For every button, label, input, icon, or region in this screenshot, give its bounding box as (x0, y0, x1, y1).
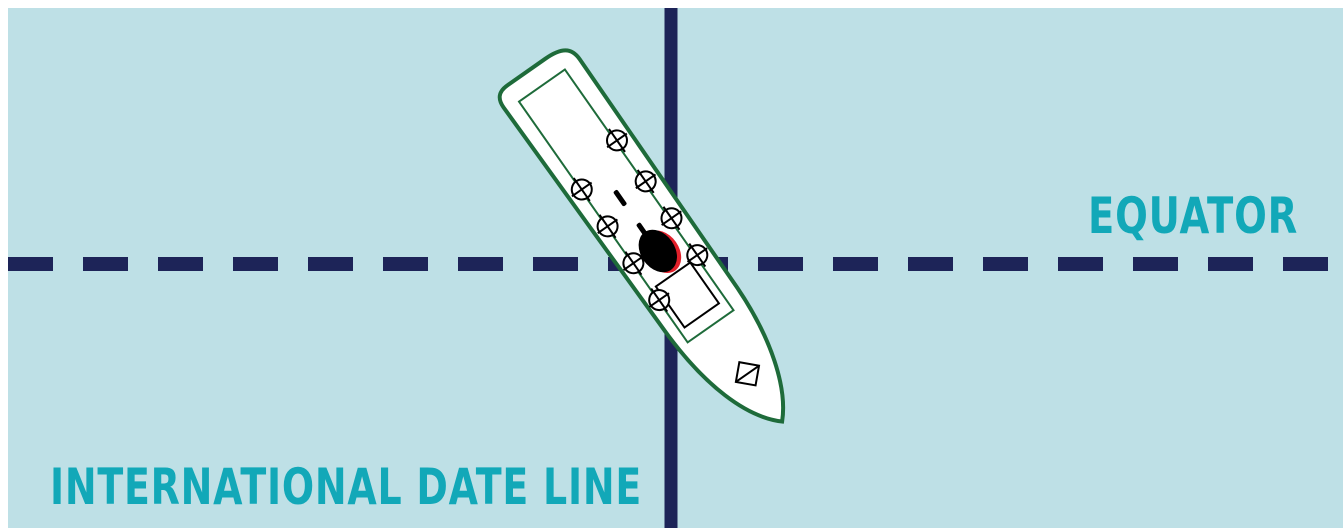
date-line-label: INTERNATIONAL DATE LINE (50, 458, 642, 516)
equator-label: EQUATOR (1088, 187, 1298, 245)
